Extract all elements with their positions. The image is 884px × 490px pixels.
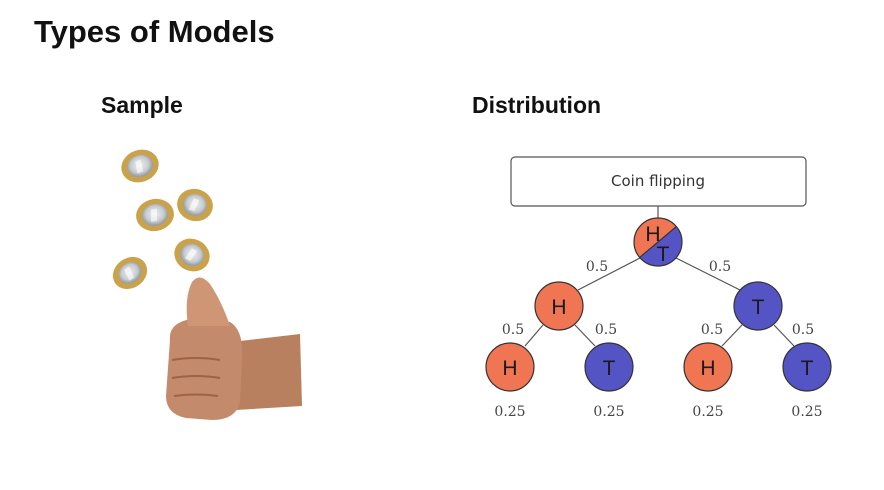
tree-edge (721, 324, 743, 347)
flying-coin-icon (121, 149, 159, 183)
flying-coin-icon (112, 256, 148, 290)
coin-flipping-label: Coin flipping (611, 172, 705, 190)
leaf-probability: 0.25 (692, 404, 723, 420)
flying-coin-icon (177, 188, 213, 222)
thumb-hand-icon (166, 277, 302, 420)
root-node: H T (633, 217, 683, 267)
coins-group (112, 149, 213, 290)
leaf-probability: 0.25 (494, 404, 525, 420)
node-letter: H (700, 357, 715, 380)
sample-heading: Sample (101, 92, 183, 118)
edge-probability: 0.5 (586, 259, 608, 275)
leaf-tails (782, 342, 832, 392)
root-bottom-letter: T (657, 243, 670, 266)
node-letter: T (603, 357, 616, 380)
edge-probability: 0.5 (701, 322, 723, 338)
slide-title: Types of Models (34, 14, 275, 49)
node-letter: T (752, 296, 765, 319)
distribution-heading: Distribution (472, 92, 602, 118)
tree-edge (675, 257, 741, 291)
leaf-heads (485, 342, 535, 392)
leaf-probability: 0.25 (791, 404, 822, 420)
node-heads (534, 281, 584, 331)
flying-coin-icon (136, 198, 174, 232)
flying-coin-icon (174, 238, 210, 272)
leaf-tails (584, 342, 634, 392)
coin-flip-tree: Coin flipping H T H T H T (485, 156, 832, 420)
tree-edge (773, 324, 795, 347)
tree-edge (577, 257, 641, 291)
edge-probability: 0.5 (792, 322, 814, 338)
edge-probability: 0.5 (595, 322, 617, 338)
tree-edge (524, 324, 544, 347)
tree-edge (574, 324, 596, 347)
node-letter: H (551, 296, 566, 319)
root-top-letter: H (645, 223, 660, 246)
leaf-probability: 0.25 (593, 404, 624, 420)
node-tails (733, 281, 783, 331)
edge-probability: 0.5 (709, 259, 731, 275)
leaf-heads (683, 342, 733, 392)
node-letter: T (801, 357, 814, 380)
node-letter: H (502, 357, 517, 380)
edge-probability: 0.5 (502, 322, 524, 338)
